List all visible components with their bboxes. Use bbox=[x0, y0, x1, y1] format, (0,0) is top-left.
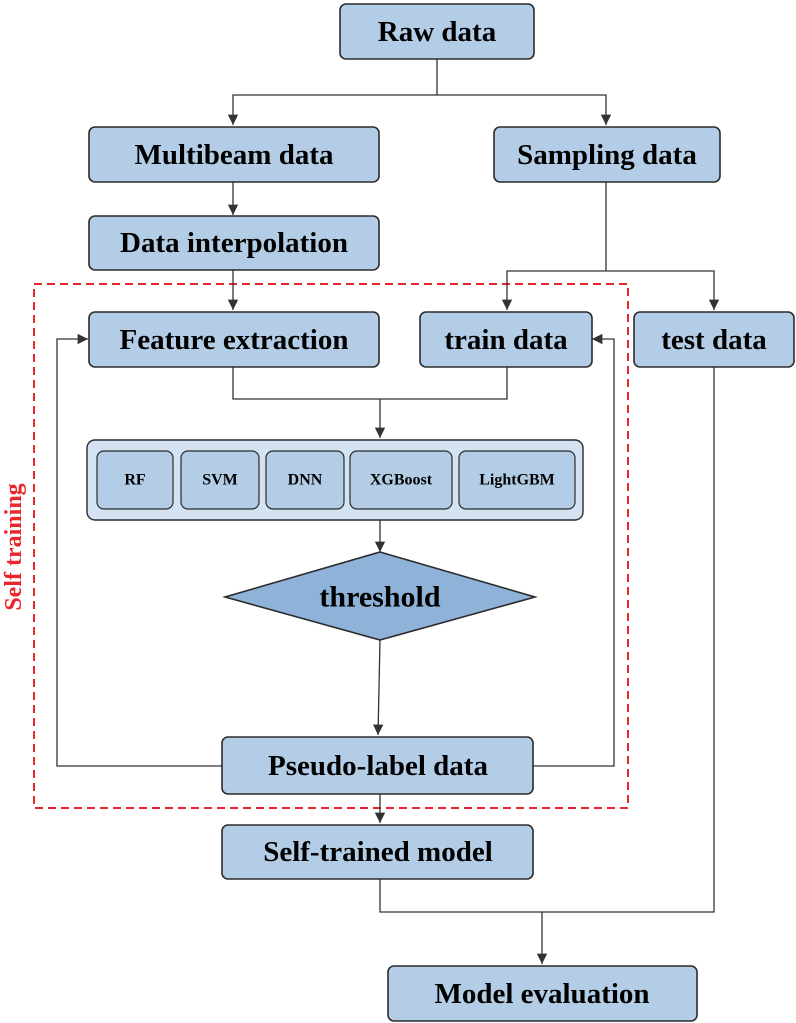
svg-text:train data: train data bbox=[444, 324, 568, 356]
node-sampling-data: Sampling data bbox=[493, 126, 721, 183]
connectors bbox=[56, 59, 720, 964]
node-multibeam-data: Multibeam data bbox=[88, 126, 380, 183]
node-data-interpolation: Data interpolation bbox=[88, 215, 380, 271]
svg-text:threshold: threshold bbox=[319, 581, 440, 614]
edge-selftrained-merge bbox=[379, 367, 715, 913]
edge-sampling-to-train bbox=[501, 270, 606, 310]
node-self-trained-model: Self-trained model bbox=[221, 824, 534, 880]
self-training-label: Self training bbox=[1, 483, 27, 610]
svg-text:Multibeam data: Multibeam data bbox=[135, 139, 334, 171]
edge-raw-to-multibeam bbox=[227, 59, 438, 125]
edge-feature-merge bbox=[232, 367, 508, 400]
node-feature-extraction: Feature extraction bbox=[88, 311, 380, 368]
model-lightgbm: LightGBM bbox=[458, 450, 576, 510]
svg-text:RF: RF bbox=[124, 472, 146, 489]
svg-text:DNN: DNN bbox=[288, 472, 323, 489]
svg-text:Sampling data: Sampling data bbox=[517, 139, 697, 171]
svg-text:SVM: SVM bbox=[202, 472, 238, 489]
model-rf: RF bbox=[96, 450, 174, 510]
model-svm: SVM bbox=[180, 450, 260, 510]
svg-text:Raw data: Raw data bbox=[378, 16, 497, 48]
node-pseudo-label-data: Pseudo-label data bbox=[221, 736, 534, 795]
node-model-evaluation: Model evaluation bbox=[387, 965, 698, 1022]
edge-raw-to-sampling bbox=[437, 94, 612, 125]
edge-threshold-to-pseudo bbox=[373, 639, 384, 736]
svg-text:Data interpolation: Data interpolation bbox=[120, 227, 348, 259]
node-raw-data: Raw data bbox=[339, 3, 535, 60]
svg-text:Model evaluation: Model evaluation bbox=[434, 978, 649, 1010]
svg-text:LightGBM: LightGBM bbox=[479, 472, 555, 489]
node-train-data: train data bbox=[419, 311, 593, 368]
svg-text:Feature extraction: Feature extraction bbox=[120, 324, 349, 356]
model-dnn: DNN bbox=[265, 450, 345, 510]
node-threshold: threshold bbox=[222, 551, 538, 641]
svg-text:XGBoost: XGBoost bbox=[370, 472, 433, 489]
node-test-data: test data bbox=[633, 311, 795, 368]
edge-pseudo-to-train-loop bbox=[533, 333, 615, 767]
svg-text:Self-trained model: Self-trained model bbox=[263, 836, 493, 868]
models-group: RF SVM DNN XGBoost LightGBM bbox=[86, 439, 584, 521]
edge-sampling-to-test bbox=[606, 270, 720, 310]
svg-text:Pseudo-label data: Pseudo-label data bbox=[268, 750, 488, 782]
svg-text:test data: test data bbox=[661, 324, 767, 356]
edge-pseudo-to-feature-loop bbox=[56, 333, 222, 767]
model-xgboost: XGBoost bbox=[349, 450, 453, 510]
